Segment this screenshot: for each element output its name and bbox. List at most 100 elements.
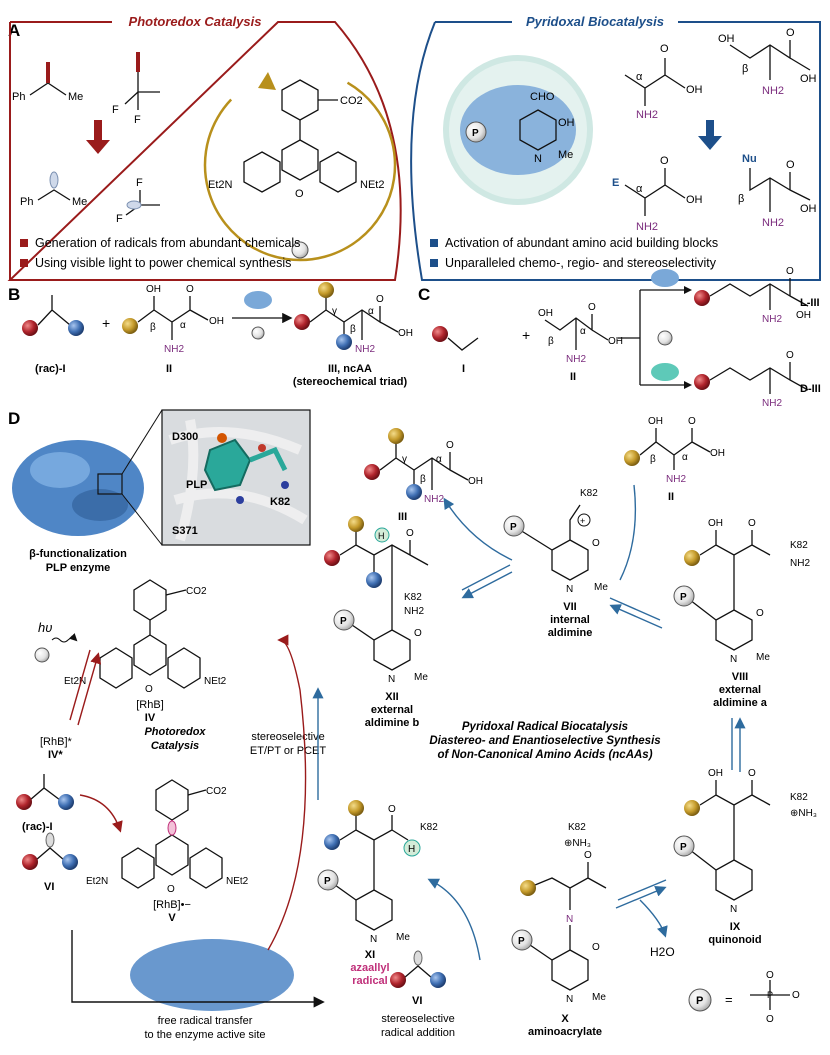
svg-text:OH: OH [708, 518, 723, 529]
residue-k82: K82 [270, 496, 290, 508]
svg-text:Nu: Nu [742, 153, 757, 165]
center-title-1: Pyridoxal Radical Biocatalysis [462, 721, 628, 733]
viii-label-3: aldimine a [713, 697, 768, 709]
svg-text:Me: Me [414, 672, 428, 683]
xi-azaallyl-radical: O K82 H N Me P [317, 800, 438, 945]
svg-text:=: = [725, 992, 733, 1007]
enzyme-caption-1: β-functionalization [29, 548, 127, 560]
bullet-right-2 [430, 259, 438, 267]
xii-external-aldimine-b: H O K82 NH2 O N Me P [324, 516, 428, 685]
svg-text:OH: OH [146, 284, 161, 295]
photoredox-cat-2: Catalysis [151, 740, 199, 752]
svg-text:K82: K82 [404, 592, 422, 603]
rhb-label: [RhB] [136, 699, 164, 711]
photoredox-cat-1: Photoredox [144, 726, 206, 738]
pyridoxal-frame [410, 21, 821, 281]
water-label: H2O [650, 945, 675, 959]
x-label-2: aminoacrylate [528, 1026, 602, 1038]
iv-label: IV [145, 712, 156, 724]
svg-text:O: O [660, 155, 669, 167]
svg-text:CO2: CO2 [186, 586, 207, 597]
arrow-vii-to-iii [443, 497, 513, 561]
ix-label-2: quinonoid [708, 934, 761, 946]
svg-text:NH2: NH2 [566, 354, 586, 365]
enzyme-icon-c-bottom [651, 363, 679, 381]
svg-text:F: F [134, 114, 141, 126]
svg-text:O: O [756, 608, 764, 619]
iv-star-label: IV* [48, 749, 63, 761]
svg-text:K82: K82 [790, 792, 808, 803]
viii-label-1: VIII [732, 671, 749, 683]
center-title-2: Diastereo- and Enantioselective Synthesi… [429, 735, 660, 747]
svg-text:H: H [408, 844, 415, 855]
enzyme-caption-2: PLP enzyme [46, 562, 111, 574]
svg-text:K82: K82 [580, 488, 598, 499]
excitation-squiggle [51, 632, 78, 643]
arrow-x-to-xi [427, 878, 481, 961]
svg-text:NH2: NH2 [762, 85, 784, 97]
svg-text:K82: K82 [790, 540, 808, 551]
iii-structure-b: γ β α O OH NH2 [294, 282, 413, 355]
svg-text:K82: K82 [420, 822, 438, 833]
vii-internal-aldimine: K82 + O N Me P [503, 488, 608, 595]
pyridoxal-arrow [698, 120, 722, 150]
vi-label-addition: VI [412, 995, 422, 1007]
svg-text:CO2: CO2 [340, 95, 363, 107]
svg-text:OH: OH [796, 310, 811, 321]
svg-text:NEt2: NEt2 [204, 676, 227, 687]
residue-s371: S371 [172, 525, 198, 537]
l-iii-structure: O OH NH2 [694, 266, 811, 325]
enzyme-surface-bottom [130, 939, 294, 1011]
svg-text:NEt2: NEt2 [226, 876, 249, 887]
svg-text:Ph: Ph [20, 196, 33, 208]
svg-text:NH2: NH2 [404, 606, 424, 617]
light-icon-c [657, 330, 673, 346]
serine-structure: OH β O OH NH2 [718, 27, 817, 97]
svg-text:β: β [738, 193, 744, 205]
svg-text:K82: K82 [568, 822, 586, 833]
svg-text:O: O [592, 942, 600, 953]
phosphate-legend: P = O O O P [688, 970, 800, 1025]
enzyme-surface-top [12, 440, 144, 536]
svg-text:OH: OH [558, 117, 575, 129]
plus-sign-b: + [102, 315, 110, 331]
difluoroacetate-radical: F F [116, 177, 160, 225]
svg-text:N: N [370, 934, 377, 945]
arrow-ii-to-vii [619, 484, 637, 581]
rac-i-structure [22, 295, 84, 336]
svg-text:O: O [786, 266, 794, 277]
i-structure-c [432, 326, 479, 351]
bullet-left-1-text: Generation of radicals from abundant che… [35, 236, 300, 250]
svg-text:P: P [696, 995, 703, 1007]
x-label-1: X [561, 1013, 569, 1025]
rhodamine-b-structure: CO2 O Et2N NEt2 [203, 68, 397, 262]
plus-sign-c: + [522, 327, 530, 343]
svg-text:Ph: Ph [12, 91, 25, 103]
svg-text:Me: Me [756, 652, 770, 663]
rhb-radical-label: [RhB]•− [153, 899, 191, 911]
svg-text:OH: OH [686, 194, 703, 206]
svg-text:P: P [510, 522, 517, 533]
rac-i-structure-d [16, 774, 74, 810]
svg-text:OH: OH [800, 73, 817, 85]
svg-text:N: N [730, 904, 737, 915]
residue-plp: PLP [186, 479, 207, 491]
svg-text:Et2N: Et2N [208, 179, 233, 191]
svg-text:O: O [766, 970, 774, 981]
svg-text:O: O [792, 990, 800, 1001]
d-iii-label: D-III [800, 383, 821, 395]
svg-text:α: α [636, 183, 643, 195]
vii-label-2: internal [550, 614, 590, 626]
svg-text:N: N [388, 674, 395, 685]
svg-text:O: O [406, 528, 414, 539]
svg-text:O: O [588, 302, 596, 313]
svg-text:P: P [767, 990, 773, 1000]
svg-text:P: P [340, 616, 347, 627]
svg-text:NH2: NH2 [424, 494, 444, 505]
svg-text:O: O [766, 1014, 774, 1025]
benzyl-radical: Ph Me [20, 171, 87, 208]
iii-label-d: III [398, 511, 407, 523]
svg-text:Me: Me [396, 932, 410, 943]
svg-text:Me: Me [594, 582, 608, 593]
